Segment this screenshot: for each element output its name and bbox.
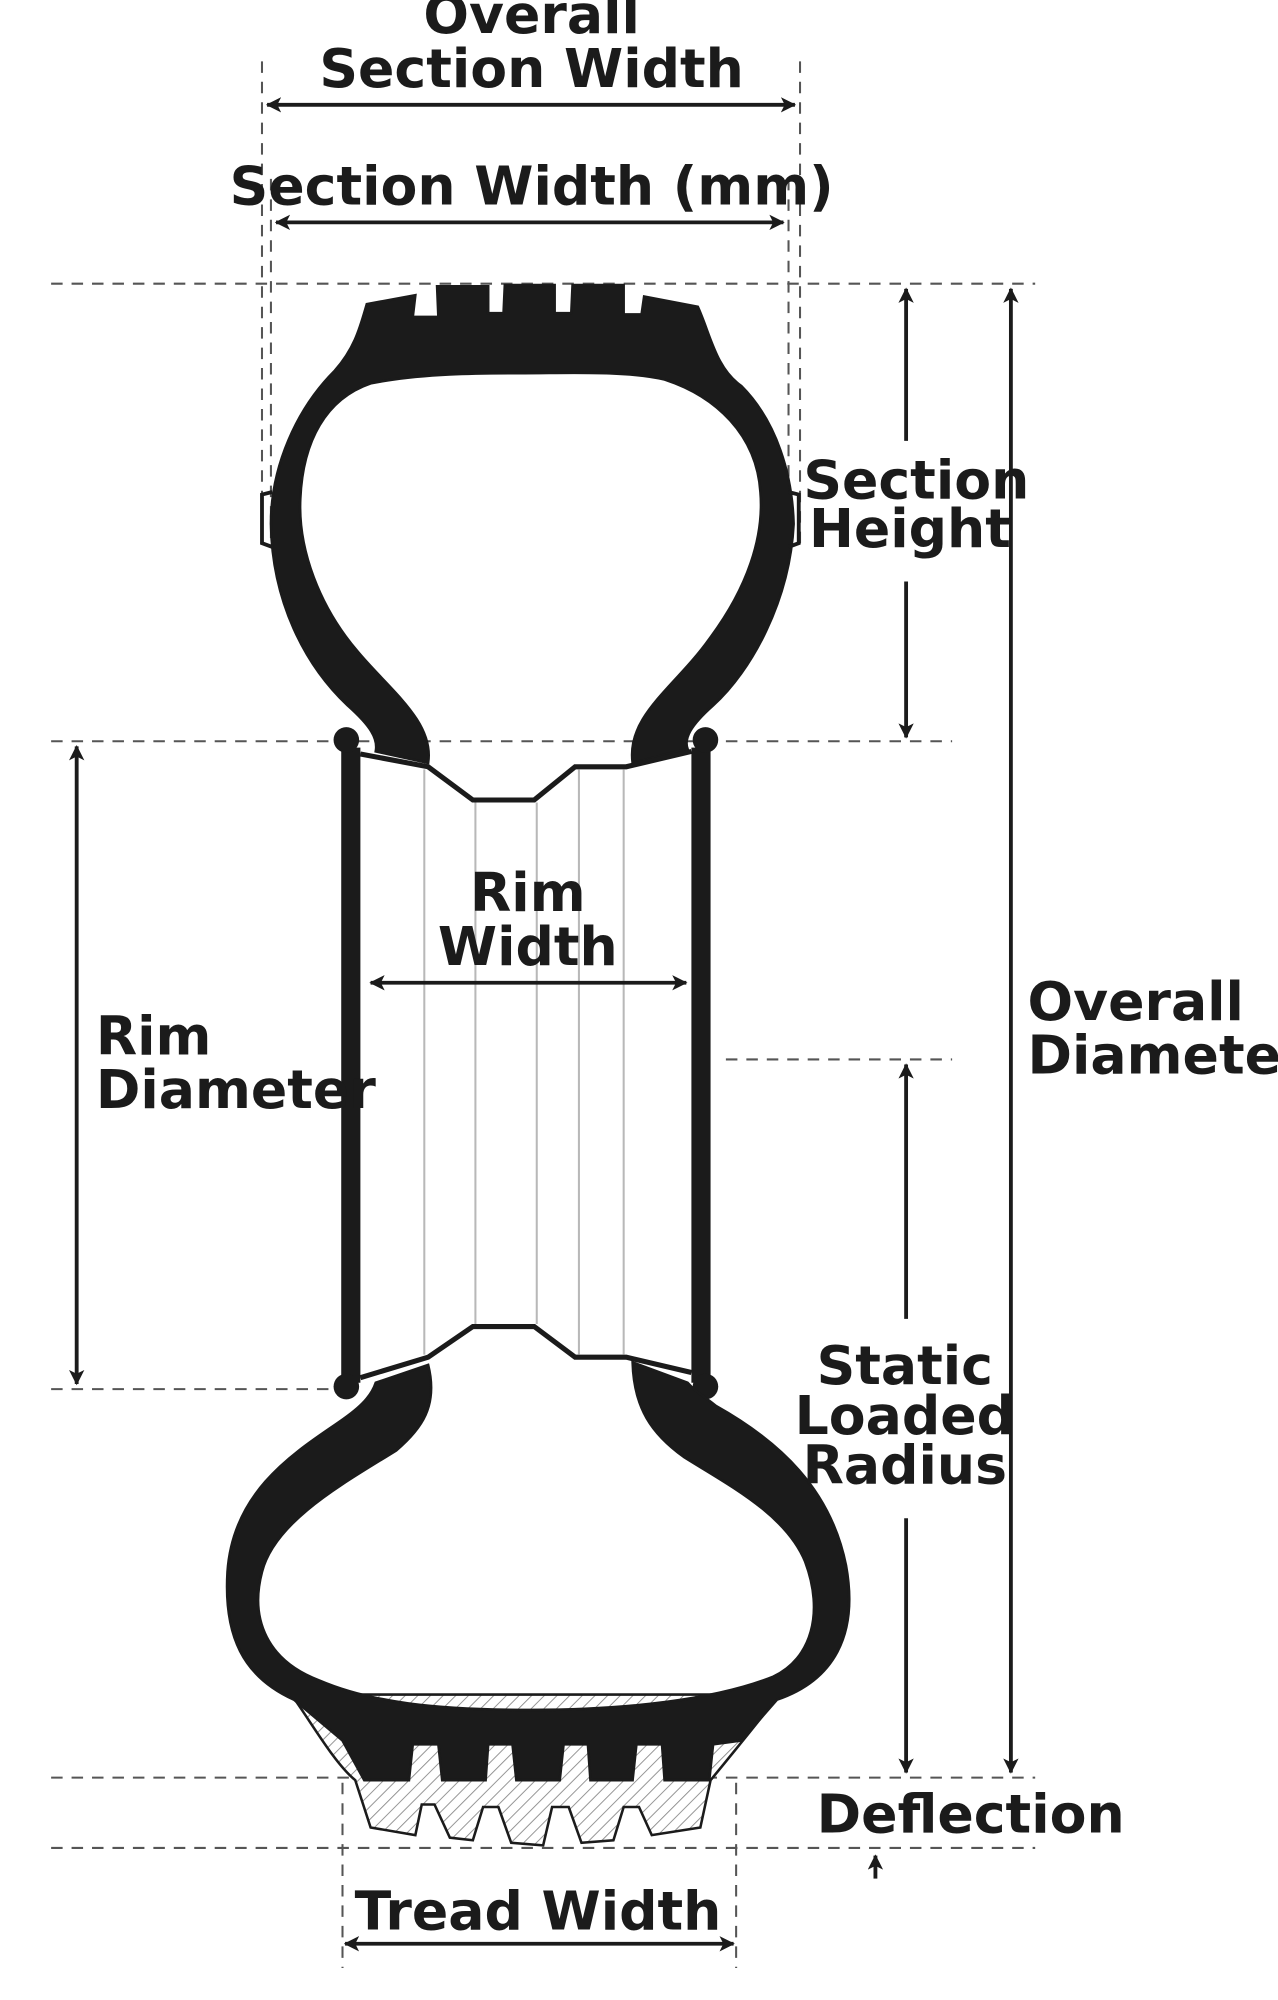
tire-top-body — [269, 283, 795, 765]
label-deflection: Deflection — [817, 1783, 1125, 1846]
rim-flange-left — [341, 747, 361, 1383]
label-rim-diameter-line1: Rim — [96, 1004, 212, 1067]
rim-bead-bottom-left — [333, 1373, 360, 1400]
label-section-width-mm: Section Width (mm) — [230, 154, 834, 217]
rim — [333, 727, 719, 1400]
label-overall-section-width-line1: Overall — [423, 0, 639, 46]
rim-profile-top — [359, 748, 692, 803]
label-rim-width-line2: Width — [438, 915, 618, 978]
label-overall-section-width-line2: Section Width — [319, 37, 743, 100]
label-static-loaded-radius-line1: Static — [817, 1334, 993, 1397]
label-overall-diameter-line2: Diameter — [1028, 1023, 1278, 1086]
rim-flange-right — [691, 747, 711, 1383]
label-section-height-line1: Section — [803, 448, 1029, 511]
label-overall-diameter-line1: Overall — [1028, 970, 1244, 1033]
label-tread-width: Tread Width — [355, 1880, 722, 1943]
label-static-loaded-radius-line3: Radius — [803, 1434, 1007, 1497]
rim-bead-top-right — [692, 727, 719, 753]
label-static-loaded-radius-line2: Loaded — [795, 1384, 1015, 1447]
rim-profile-bottom — [359, 1323, 692, 1381]
label-section-height-line2: Height — [809, 497, 1011, 560]
sidewall-mark-left — [260, 490, 273, 549]
label-rim-width-line1: Rim — [470, 861, 586, 924]
label-rim-diameter-line2: Diameter — [96, 1058, 376, 1121]
rim-bead-top-left — [333, 727, 360, 753]
dimension-arrows — [69, 97, 1019, 1952]
tire-section-bottom — [225, 1360, 851, 1847]
sidewall-mark-right — [787, 490, 801, 549]
tire-bottom-body — [225, 1360, 851, 1782]
tire-section-top — [260, 283, 801, 765]
dimension-labels: Overall Section Width Section Width (mm)… — [96, 0, 1278, 1943]
